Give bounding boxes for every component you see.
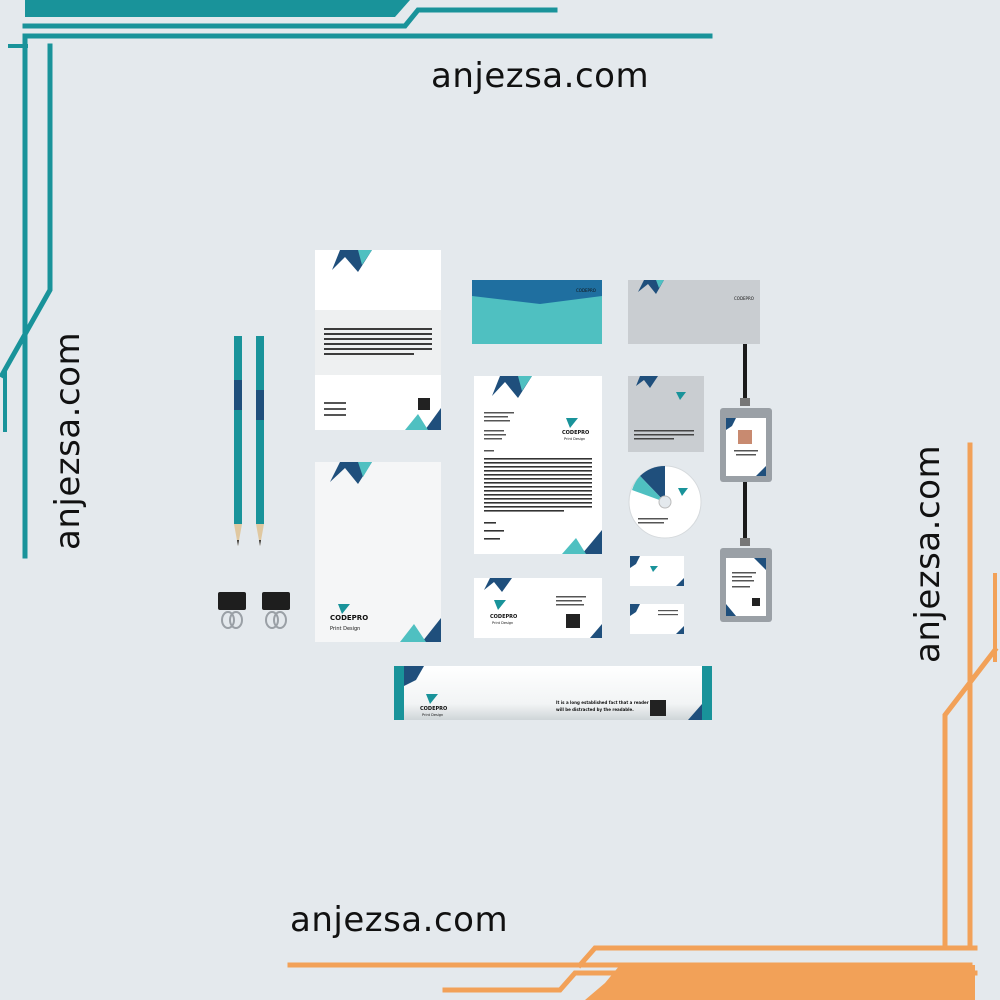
- watermark-bottom: anjezsa.com: [290, 900, 509, 940]
- business-card-small: [630, 556, 684, 634]
- tube-text-line1: It is a long established fact that a rea…: [556, 700, 649, 705]
- letterhead-main: CODEPRO Print Design: [474, 376, 602, 554]
- envelope-brand: CODEPRO: [576, 288, 596, 293]
- brand-name-text: CODEPRO: [330, 614, 368, 622]
- qr-code-icon: [418, 398, 430, 410]
- tube-text-line2: will be distracted by the readable.: [556, 707, 634, 712]
- poster-tube: CODEPRO Print Design It is a long establ…: [394, 666, 712, 720]
- envelope: CODEPRO: [472, 280, 602, 344]
- letterhead-brand-tagline: Print Design: [564, 437, 585, 441]
- lanyard-icon: [720, 344, 772, 622]
- card-brand-name: CODEPRO: [490, 614, 517, 620]
- card-brand-tagline: Print Design: [492, 621, 513, 625]
- qr-code-icon: [650, 700, 666, 716]
- slip-brand: CODEPRO: [734, 296, 754, 301]
- letterhead-sheet-left: CODEPRO Print Design: [315, 462, 441, 642]
- business-card-large: CODEPRO Print Design: [474, 578, 602, 638]
- note-card: [628, 376, 704, 452]
- cd-disc: [628, 465, 702, 539]
- pencil-icon: [234, 336, 264, 546]
- qr-code-icon: [566, 614, 580, 628]
- tube-brand-name: CODEPRO: [420, 706, 447, 712]
- folded-letterhead: [315, 250, 441, 430]
- teal-frame: [0, 0, 713, 559]
- brand-tagline-text: Print Design: [330, 626, 360, 632]
- orange-frame: [287, 442, 999, 1000]
- watermark-top: anjezsa.com: [431, 56, 650, 96]
- tube-brand-tagline: Print Design: [422, 713, 443, 717]
- compliments-slip: CODEPRO: [628, 280, 760, 344]
- letterhead-brand-name: CODEPRO: [562, 430, 589, 436]
- binder-clip-icon: [218, 592, 290, 629]
